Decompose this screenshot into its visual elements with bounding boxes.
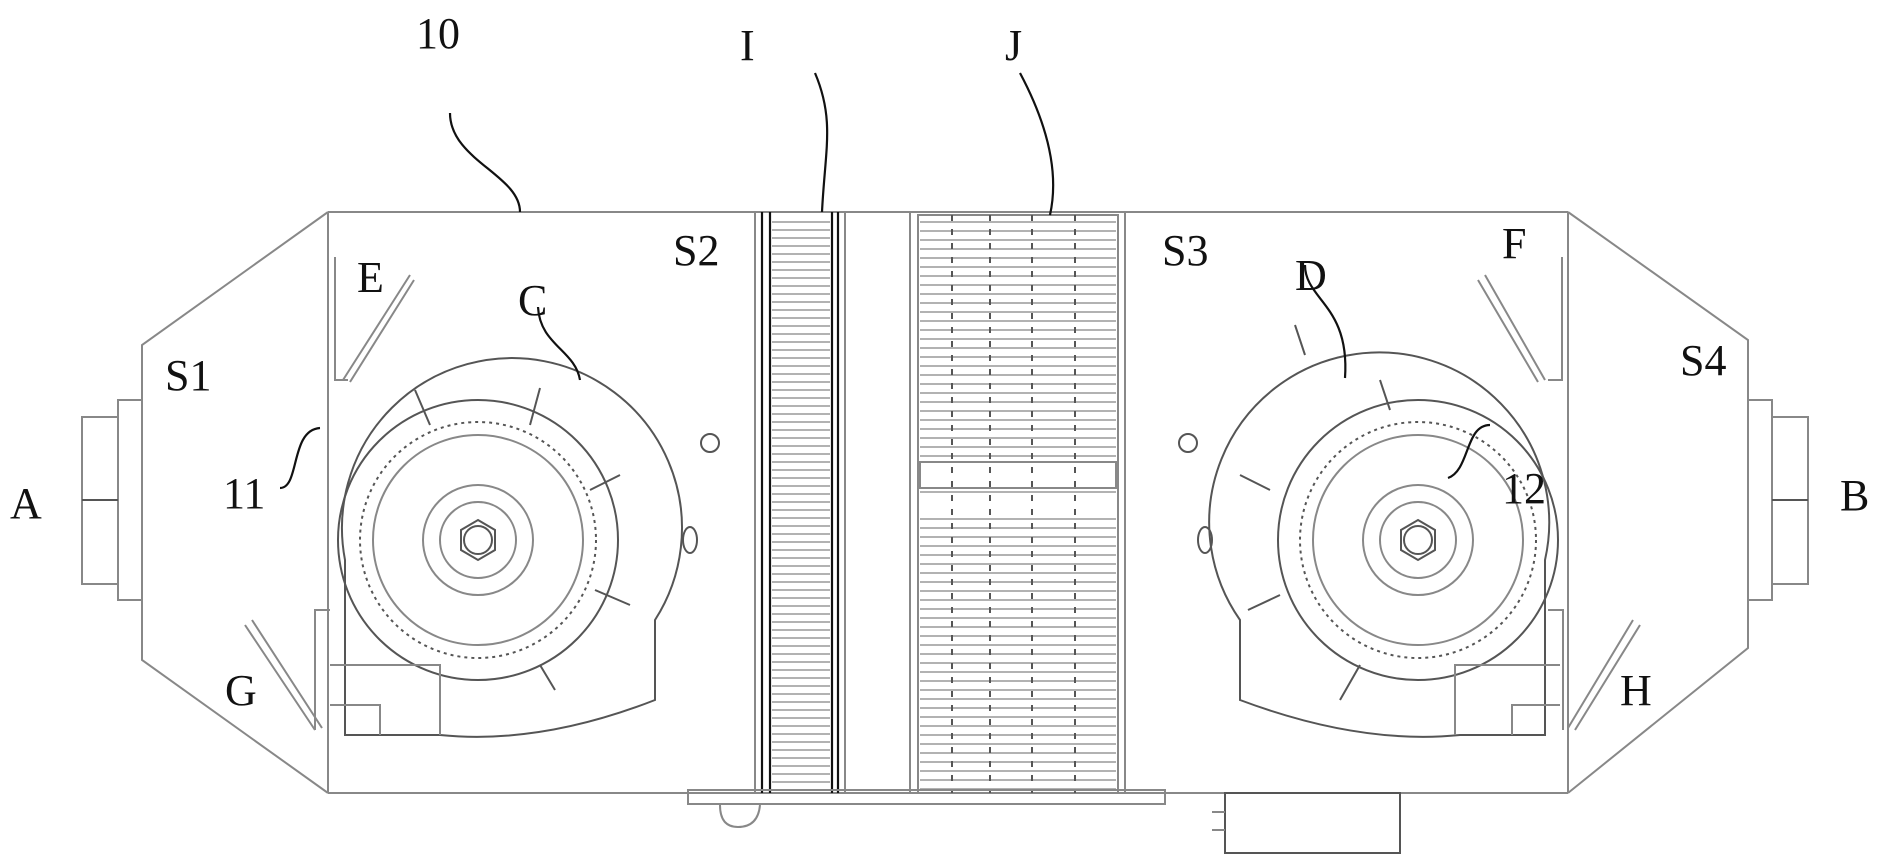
label-volute-12: 12	[1502, 464, 1546, 513]
valve-f	[1477, 257, 1563, 383]
valve-g	[244, 609, 330, 731]
label-chamber-s1: S1	[165, 351, 211, 400]
label-valve-e: E	[357, 253, 384, 302]
label-core-j: J	[1005, 21, 1022, 70]
port-b	[1747, 399, 1809, 601]
valve-h	[1548, 609, 1641, 731]
fan-c	[330, 357, 720, 738]
label-valve-h: H	[1620, 666, 1652, 715]
reference-labels: 10 I J E C S1 S2 S3 D F S4 A 11 12 B G H	[10, 9, 1869, 715]
core-j	[909, 211, 1126, 794]
label-valve-g: G	[225, 666, 257, 715]
label-core-i: I	[740, 21, 755, 70]
core-i	[754, 211, 846, 794]
label-housing-10: 10	[416, 9, 460, 58]
label-valve-f: F	[1502, 219, 1526, 268]
label-chamber-s2: S2	[673, 226, 719, 275]
label-port-b: B	[1840, 471, 1869, 520]
valve-e	[334, 257, 415, 383]
port-a	[81, 399, 143, 601]
label-volute-11: 11	[223, 469, 265, 518]
label-fan-c: C	[518, 276, 547, 325]
label-port-a: A	[10, 479, 42, 528]
fan-d	[1178, 324, 1560, 738]
label-chamber-s4: S4	[1680, 336, 1726, 385]
control-box	[1212, 792, 1401, 854]
leader-lines	[279, 72, 1491, 490]
base-rail	[687, 789, 1166, 829]
label-chamber-s3: S3	[1162, 226, 1208, 275]
label-fan-d: D	[1295, 251, 1327, 300]
